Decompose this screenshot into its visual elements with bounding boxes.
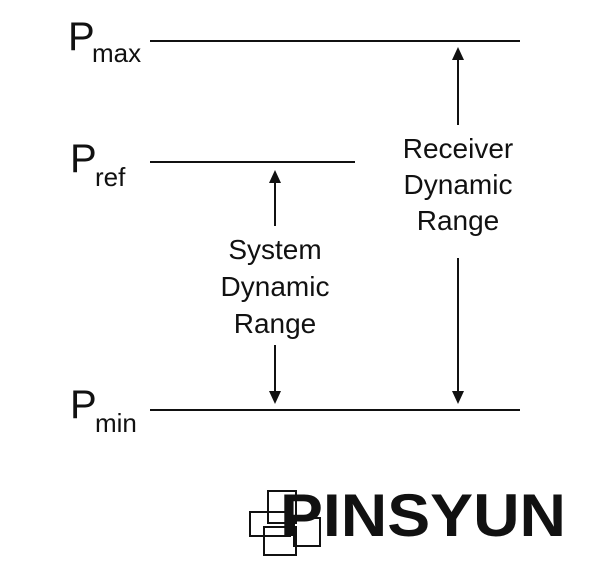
receiver-range-down-arrow bbox=[452, 258, 464, 404]
pref-label-subscript: ref bbox=[95, 162, 126, 192]
system-range-label-line1: System bbox=[228, 234, 321, 265]
pmax-level: P max bbox=[68, 15, 520, 68]
receiver-dynamic-range: Receiver Dynamic Range bbox=[403, 47, 513, 404]
receiver-range-label-line3: Range bbox=[417, 205, 500, 236]
system-range-up-arrow bbox=[269, 170, 281, 226]
system-dynamic-range: System Dynamic Range bbox=[221, 170, 330, 404]
receiver-range-up-arrow bbox=[452, 47, 464, 125]
pmax-label-subscript: max bbox=[92, 38, 141, 68]
system-range-label-line2: Dynamic bbox=[221, 271, 330, 302]
system-range-label-line3: Range bbox=[234, 308, 317, 339]
pmin-label-symbol: P bbox=[70, 383, 97, 427]
pmin-label-subscript: min bbox=[95, 408, 137, 438]
receiver-range-label-line1: Receiver bbox=[403, 133, 513, 164]
receiver-range-label-line2: Dynamic bbox=[404, 169, 513, 200]
system-range-down-arrow bbox=[269, 345, 281, 404]
logo-squares-icon bbox=[249, 490, 321, 556]
pmin-level: P min bbox=[70, 383, 520, 438]
pmax-label-symbol: P bbox=[68, 15, 95, 59]
logo-text: PINSYUN bbox=[280, 482, 566, 549]
pref-level: P ref bbox=[70, 137, 355, 192]
pinsyun-logo: PINSYUN bbox=[249, 482, 566, 556]
pref-label-symbol: P bbox=[70, 137, 97, 181]
